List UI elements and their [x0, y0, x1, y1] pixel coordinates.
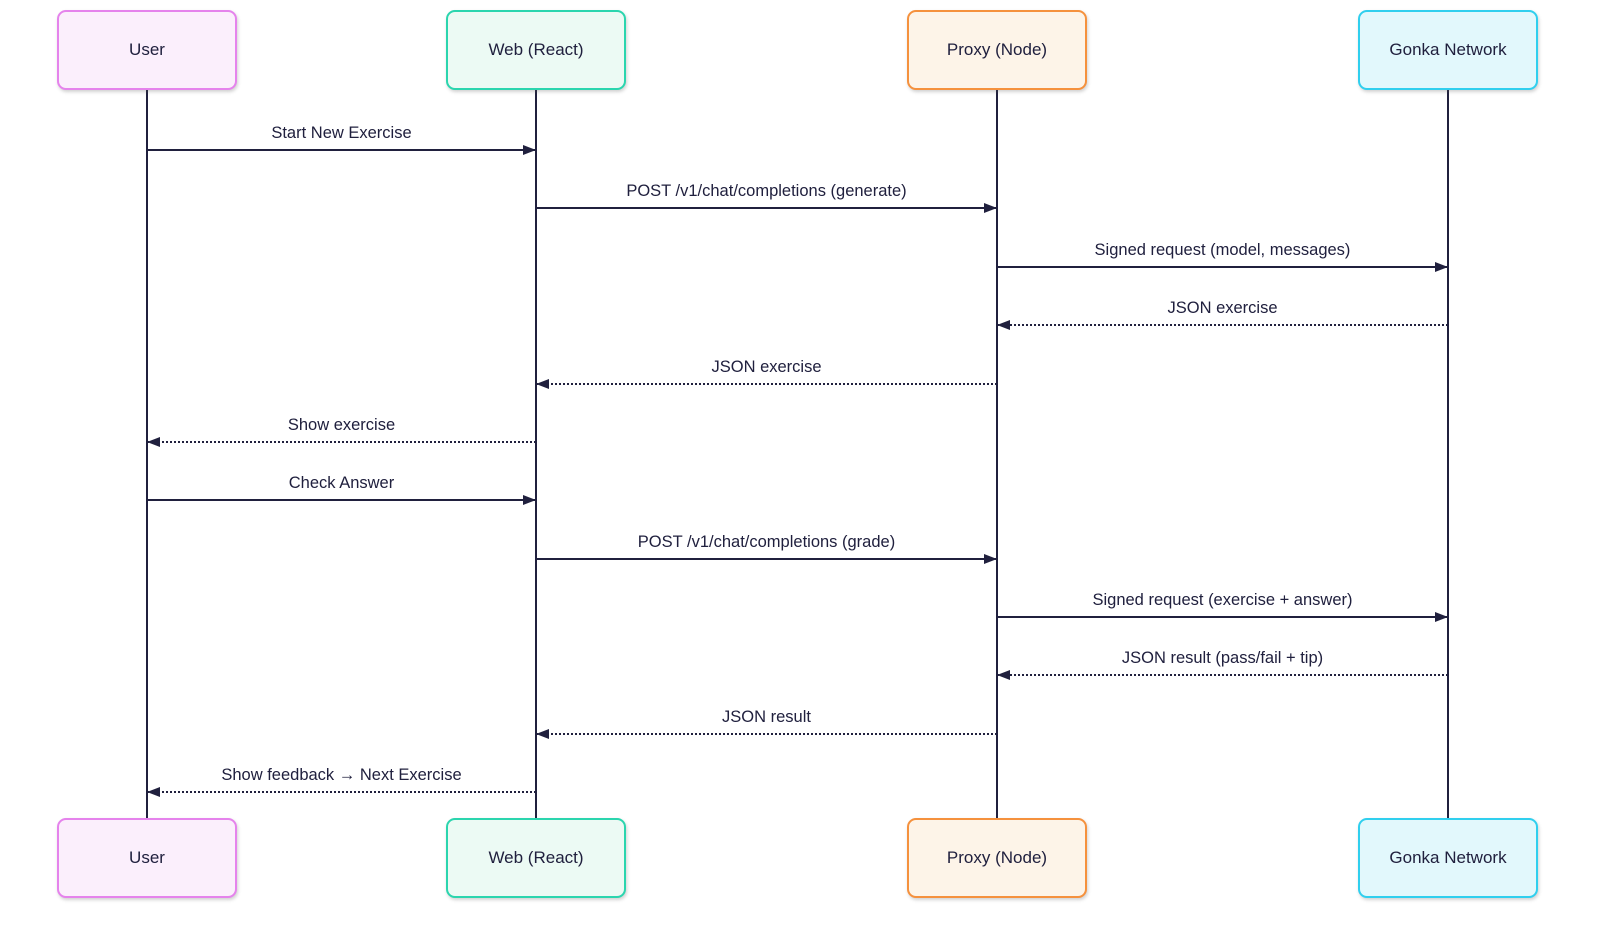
- actor-box-user-top: User: [57, 10, 237, 90]
- arrowhead-left-icon: [997, 669, 1010, 680]
- message-label: Show exercise: [287, 416, 396, 434]
- message-label: Start New Exercise: [271, 124, 412, 142]
- actor-label-web: Web (React): [488, 40, 584, 59]
- actor-label-proxy: Proxy (Node): [946, 848, 1048, 867]
- arrowhead-left-icon: [147, 436, 160, 447]
- message-label: Signed request (model, messages): [1094, 241, 1351, 259]
- actor-box-web-bottom: Web (React): [446, 818, 626, 898]
- arrow-line: [997, 324, 1448, 326]
- message-label: JSON result (pass/fail + tip): [1121, 649, 1324, 667]
- actor-label-proxy: Proxy (Node): [946, 40, 1048, 59]
- arrow-line: [536, 558, 997, 560]
- arrow-line: [997, 674, 1448, 676]
- arrowhead-right-icon: [984, 202, 997, 213]
- arrowhead-left-icon: [147, 786, 160, 797]
- arrowhead-right-icon: [523, 144, 536, 155]
- message-label: JSON exercise: [711, 358, 822, 376]
- message-label: Signed request (exercise + answer): [1092, 591, 1353, 609]
- actor-box-gonka-top: Gonka Network: [1358, 10, 1538, 90]
- arrowhead-left-icon: [997, 319, 1010, 330]
- arrowhead-right-icon: [1435, 261, 1448, 272]
- lifeline-gonka: [1447, 90, 1449, 818]
- actor-label-user: User: [129, 40, 165, 59]
- actor-box-web-top: Web (React): [446, 10, 626, 90]
- arrow-line: [536, 207, 997, 209]
- actor-box-gonka-bottom: Gonka Network: [1358, 818, 1538, 898]
- actor-label-web: Web (React): [488, 848, 584, 867]
- arrow-line: [147, 791, 536, 793]
- arrowhead-right-icon: [523, 494, 536, 505]
- arrowhead-left-icon: [536, 728, 549, 739]
- arrow-line: [147, 441, 536, 443]
- message-label: Show feedback → Next Exercise: [221, 766, 462, 784]
- actor-box-proxy-bottom: Proxy (Node): [907, 818, 1087, 898]
- message-label: Check Answer: [288, 474, 395, 492]
- message-label: POST /v1/chat/completions (grade): [637, 533, 896, 551]
- actor-box-user-bottom: User: [57, 818, 237, 898]
- arrowhead-right-icon: [1435, 611, 1448, 622]
- arrow-line: [147, 149, 536, 151]
- message-label: POST /v1/chat/completions (generate): [626, 182, 907, 200]
- arrow-line: [997, 266, 1448, 268]
- arrowhead-right-icon: [984, 553, 997, 564]
- lifeline-web: [535, 90, 537, 818]
- arrowhead-left-icon: [536, 378, 549, 389]
- arrow-line: [997, 616, 1448, 618]
- lifeline-proxy: [996, 90, 998, 818]
- actor-label-gonka: Gonka Network: [1389, 848, 1507, 867]
- actor-box-proxy-top: Proxy (Node): [907, 10, 1087, 90]
- message-label: JSON exercise: [1167, 299, 1278, 317]
- arrow-line: [536, 733, 997, 735]
- arrow-line: [536, 383, 997, 385]
- message-label: JSON result: [722, 708, 811, 726]
- actor-label-gonka: Gonka Network: [1389, 40, 1507, 59]
- actor-label-user: User: [129, 848, 165, 867]
- lifeline-user: [146, 90, 148, 818]
- arrow-line: [147, 499, 536, 501]
